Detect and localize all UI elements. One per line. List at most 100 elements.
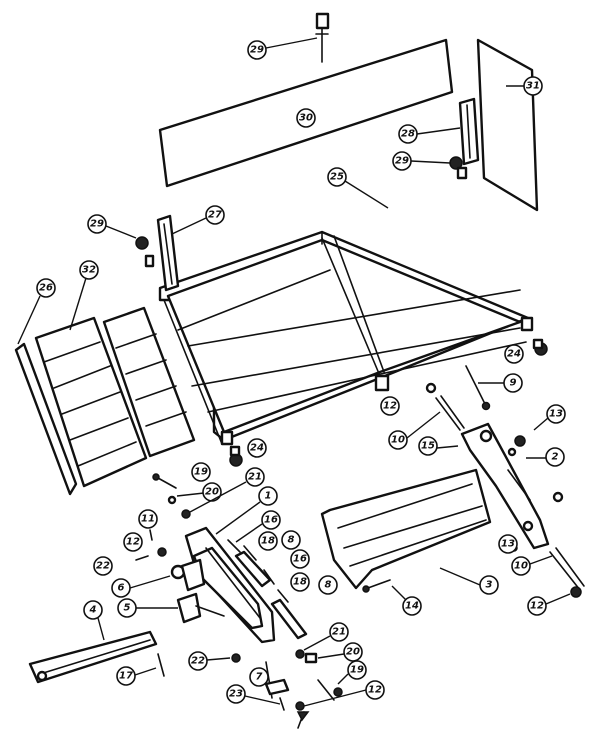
callout-9: 9 [478, 373, 523, 393]
part-16-bolt-mid [263, 569, 275, 585]
svg-text:29: 29 [90, 219, 104, 230]
part-12-washer-mid [157, 547, 167, 557]
svg-text:29: 29 [250, 45, 264, 56]
callout-17: 17 [116, 666, 157, 686]
svg-text:22: 22 [96, 561, 110, 572]
svg-text:31: 31 [526, 81, 540, 92]
callout-27: 27 [171, 205, 225, 235]
part-12-washer-bottom [295, 701, 305, 711]
callout-13-top: 13 [533, 404, 566, 431]
svg-text:22: 22 [191, 656, 205, 667]
callout-29-left: 29 [87, 214, 137, 239]
part-10-shaft-top [435, 395, 465, 431]
callout-8-top: 8 [281, 530, 301, 550]
svg-text:24: 24 [250, 443, 264, 454]
svg-text:12: 12 [126, 537, 140, 548]
callout-18-top: 18 [258, 531, 278, 551]
svg-text:1: 1 [265, 491, 272, 502]
callout-23: 23 [226, 684, 281, 705]
svg-text:3: 3 [486, 580, 493, 591]
part-7-pin [264, 661, 290, 699]
callout-19-top: 19 [191, 462, 211, 482]
svg-text:12: 12 [383, 401, 397, 412]
callout-29-right: 29 [392, 151, 451, 171]
callout-19-bottom: 19 [337, 660, 367, 685]
svg-text:13: 13 [549, 409, 563, 420]
svg-text:18: 18 [261, 536, 275, 547]
callout-16-mid: 16 [290, 549, 310, 569]
callout-3: 3 [439, 567, 499, 595]
part-19-bolt-top [152, 473, 177, 489]
part-4-tongue [28, 630, 158, 684]
svg-text:16: 16 [293, 554, 307, 565]
svg-text:17: 17 [119, 671, 133, 682]
part-12-washer-top [425, 382, 437, 394]
svg-text:8: 8 [288, 535, 295, 546]
callout-26: 26 [17, 278, 56, 345]
part-20-washer-top [167, 495, 177, 505]
callout-22-left: 22 [93, 556, 113, 576]
callout-5: 5 [117, 598, 178, 618]
callout-24-right: 24 [504, 344, 524, 364]
part-12-washer-right [570, 586, 582, 598]
svg-text:24: 24 [507, 349, 521, 360]
svg-text:14: 14 [405, 601, 419, 612]
svg-text:19: 19 [350, 665, 364, 676]
callout-28: 28 [398, 124, 461, 144]
callout-22-bottom: 22 [188, 651, 231, 671]
svg-text:13: 13 [501, 539, 515, 550]
part-18-bolt-top [243, 545, 257, 561]
callout-7: 7 [249, 667, 269, 687]
svg-text:4: 4 [89, 605, 97, 616]
svg-text:21: 21 [248, 472, 262, 483]
part-9-pin [465, 365, 491, 411]
callout-12-top: 12 [380, 396, 400, 416]
part-22-bolt-left [135, 555, 149, 561]
part-26-side-rail [14, 342, 78, 496]
callout-2: 2 [526, 447, 565, 467]
part-25-box-frame [158, 230, 534, 446]
part-14-bolt [362, 579, 391, 593]
callout-25: 25 [327, 167, 389, 209]
arrow-indicator [296, 711, 310, 729]
part-22-nut-bottom [231, 653, 241, 663]
part-29-post [315, 12, 330, 63]
part-3-cross-frame [320, 468, 492, 590]
callout-21-top: 21 [189, 467, 265, 513]
part-13-nut-top [514, 435, 526, 447]
callout-1: 1 [215, 486, 278, 535]
svg-text:12: 12 [530, 601, 544, 612]
svg-text:20: 20 [346, 647, 360, 658]
part-21-nut-top [181, 509, 191, 519]
svg-text:19: 19 [194, 467, 208, 478]
callout-29-top: 29 [247, 37, 318, 60]
svg-text:2: 2 [552, 452, 559, 463]
svg-text:28: 28 [401, 129, 415, 140]
callout-13-right: 13 [498, 534, 518, 554]
svg-text:9: 9 [510, 378, 517, 389]
callout-labels: 29 30 31 28 29 25 29 27 26 32 24 9 12 13… [17, 37, 571, 707]
part-washer-left [507, 447, 517, 457]
part-31-end-board [476, 38, 539, 212]
callout-6: 6 [111, 575, 171, 598]
svg-text:26: 26 [39, 283, 53, 294]
part-32-floor-boards [34, 306, 196, 488]
callout-32: 32 [69, 260, 99, 331]
part-29-clamp-right [449, 156, 468, 180]
part-28-stake-bracket [458, 97, 480, 166]
svg-text:10: 10 [514, 561, 528, 572]
callout-31: 31 [506, 76, 543, 96]
part-5-bracket [176, 592, 225, 624]
svg-text:23: 23 [229, 689, 243, 700]
svg-text:15: 15 [421, 441, 435, 452]
part-washer-right [552, 491, 564, 503]
part-8-link-top [234, 550, 272, 588]
callout-20-bottom: 20 [317, 642, 363, 662]
svg-text:10: 10 [391, 435, 405, 446]
svg-text:12: 12 [368, 685, 382, 696]
callout-12-bottom: 12 [303, 680, 385, 707]
callout-14: 14 [391, 585, 422, 616]
callout-4: 4 [83, 600, 105, 641]
svg-text:18: 18 [293, 577, 307, 588]
